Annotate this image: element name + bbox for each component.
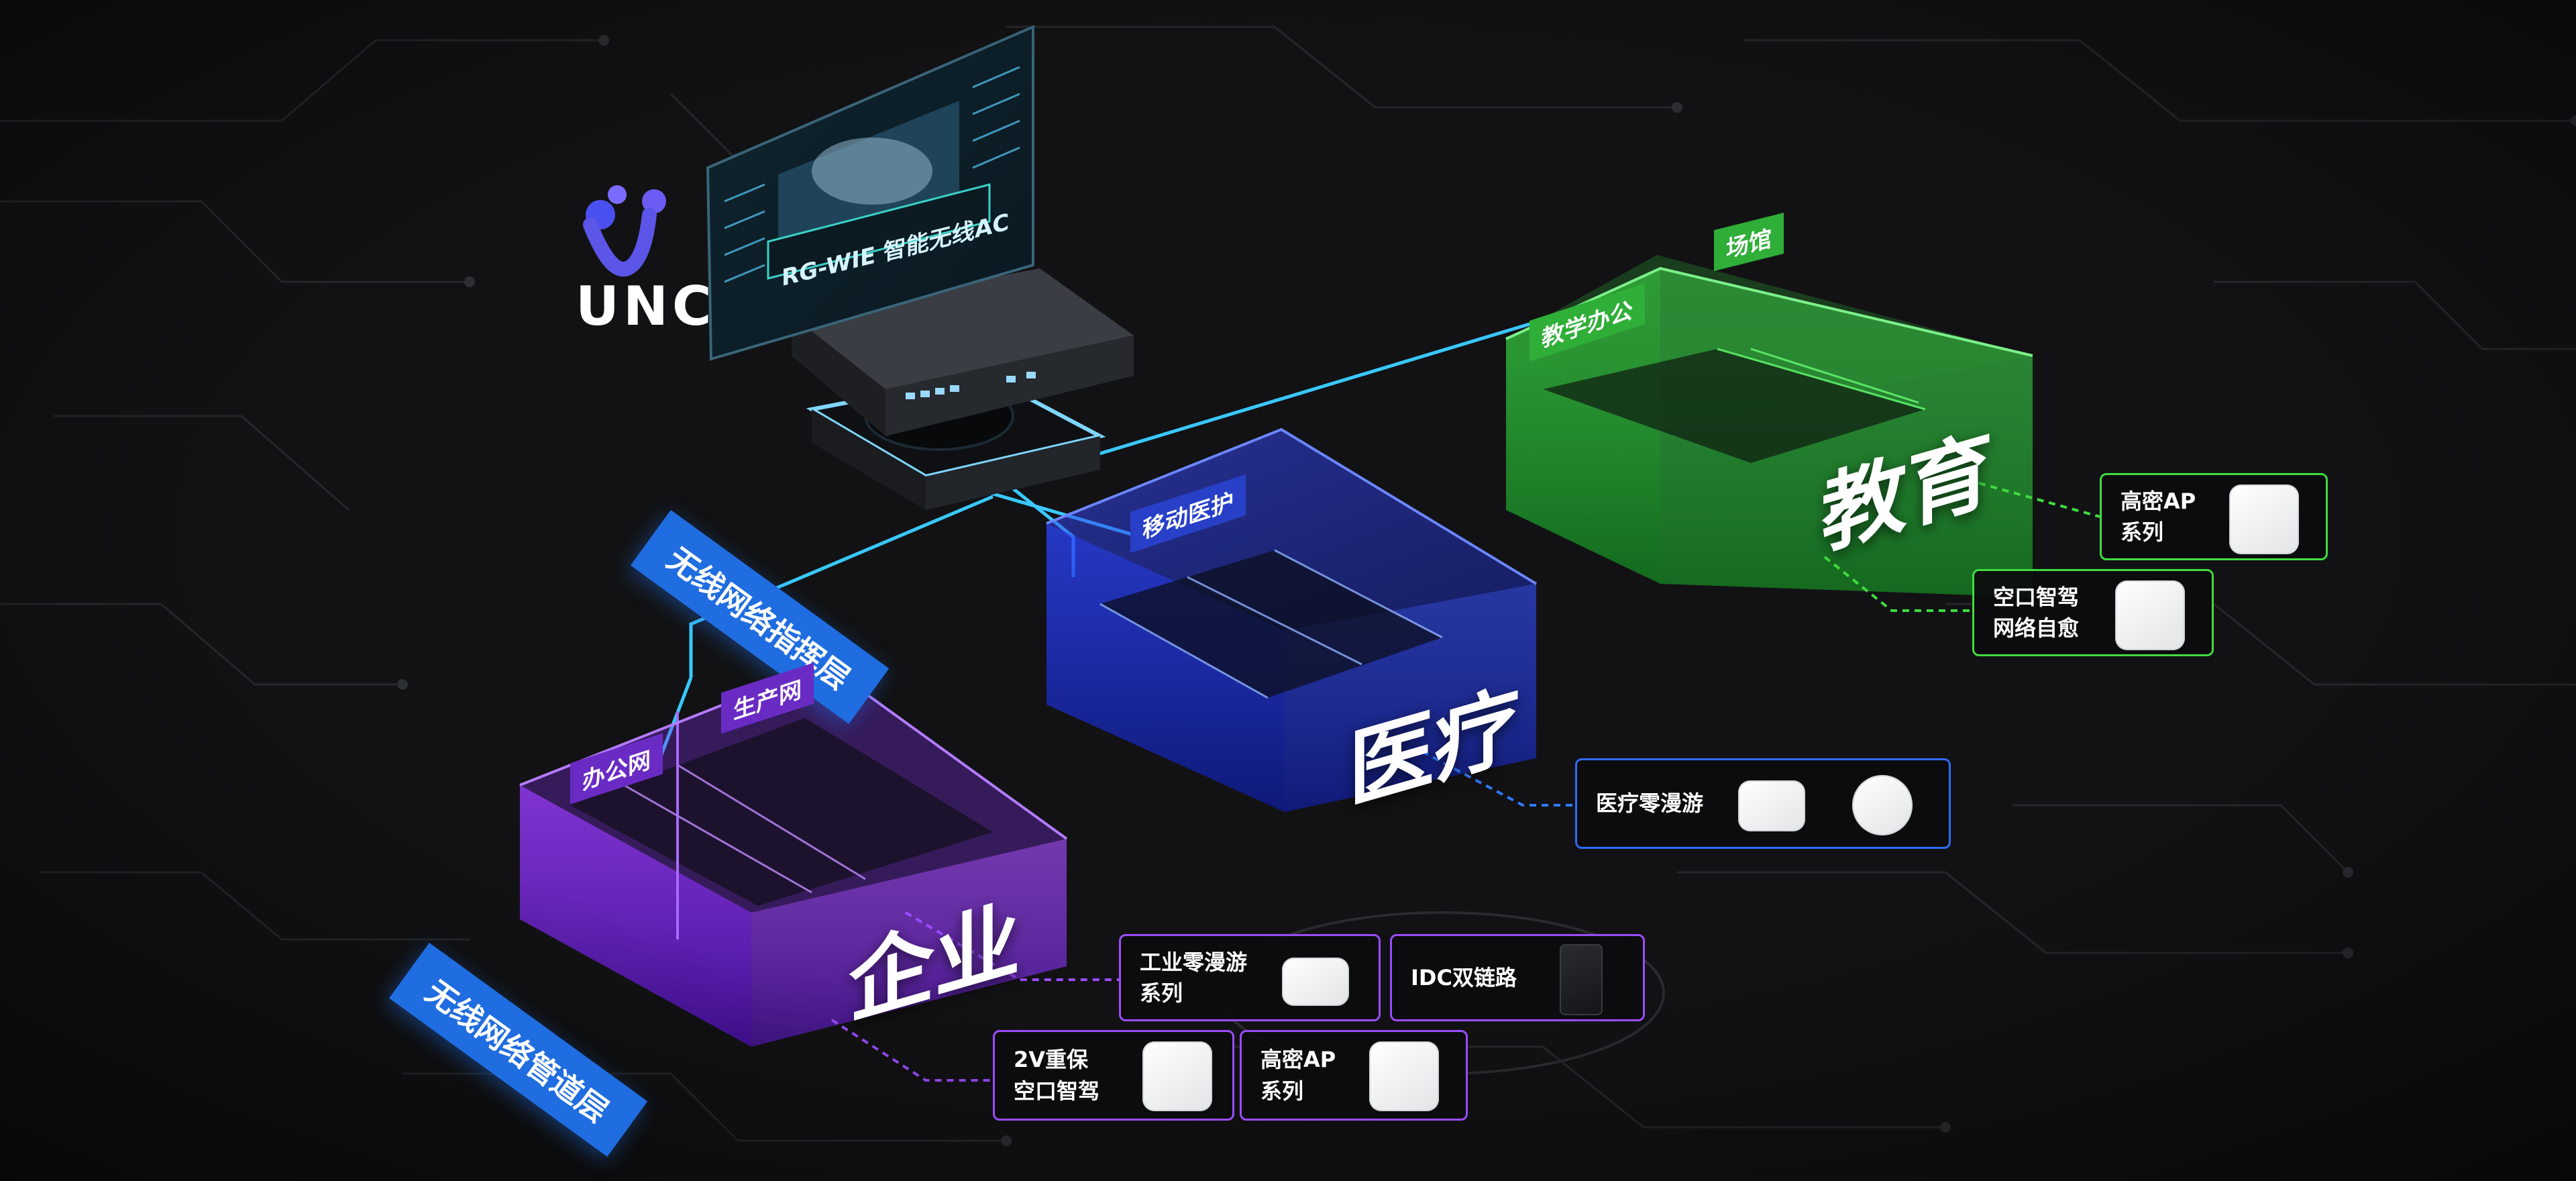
card-ent-high-density-ap[interactable]: 高密AP 系列 [1240, 1030, 1468, 1121]
ap-device-icon [1369, 1041, 1439, 1111]
card-line2: 系列 [1260, 1078, 1304, 1104]
card-line2: 系列 [2121, 519, 2164, 545]
card-line2: 网络自愈 [1993, 615, 2080, 641]
card-line1: 高密AP [1260, 1047, 1336, 1073]
card-edu-high-density-ap[interactable]: 高密AP 系列 [2100, 473, 2328, 560]
ap-device-icon [2115, 580, 2185, 650]
card-line1: IDC双链路 [1411, 964, 1517, 990]
card-ent-industrial-roaming[interactable]: 工业零漫游系列 [1119, 934, 1381, 1021]
ap-device-icon [2229, 484, 2299, 554]
idc-device-icon [1560, 944, 1603, 1015]
ap-device-icon [1142, 1041, 1212, 1111]
card-line1: 医疗零漫游 [1596, 790, 1704, 817]
card-line1: 高密AP [2121, 488, 2196, 514]
card-line1: 工业零漫游 [1140, 949, 1248, 975]
card-line2: 系列 [1140, 980, 1183, 1006]
card-ent-2v-protection[interactable]: 2V重保空口智驾 [993, 1030, 1234, 1121]
card-medical-zero-roaming[interactable]: 医疗零漫游 [1575, 758, 1951, 849]
card-ent-idc-dual-link[interactable]: IDC双链路 [1390, 934, 1645, 1021]
card-edu-self-healing[interactable]: 空口智驾网络自愈 [1972, 569, 2214, 656]
ceiling-ap-icon [1852, 775, 1913, 835]
ap-device-icon [1738, 780, 1805, 831]
card-line1: 空口智驾 [1993, 584, 2080, 610]
card-line2: 空口智驾 [1014, 1078, 1100, 1104]
unc-logo-text: UNC [576, 275, 716, 338]
card-line1: 2V重保 [1014, 1047, 1089, 1073]
ap-device-icon [1282, 958, 1349, 1006]
